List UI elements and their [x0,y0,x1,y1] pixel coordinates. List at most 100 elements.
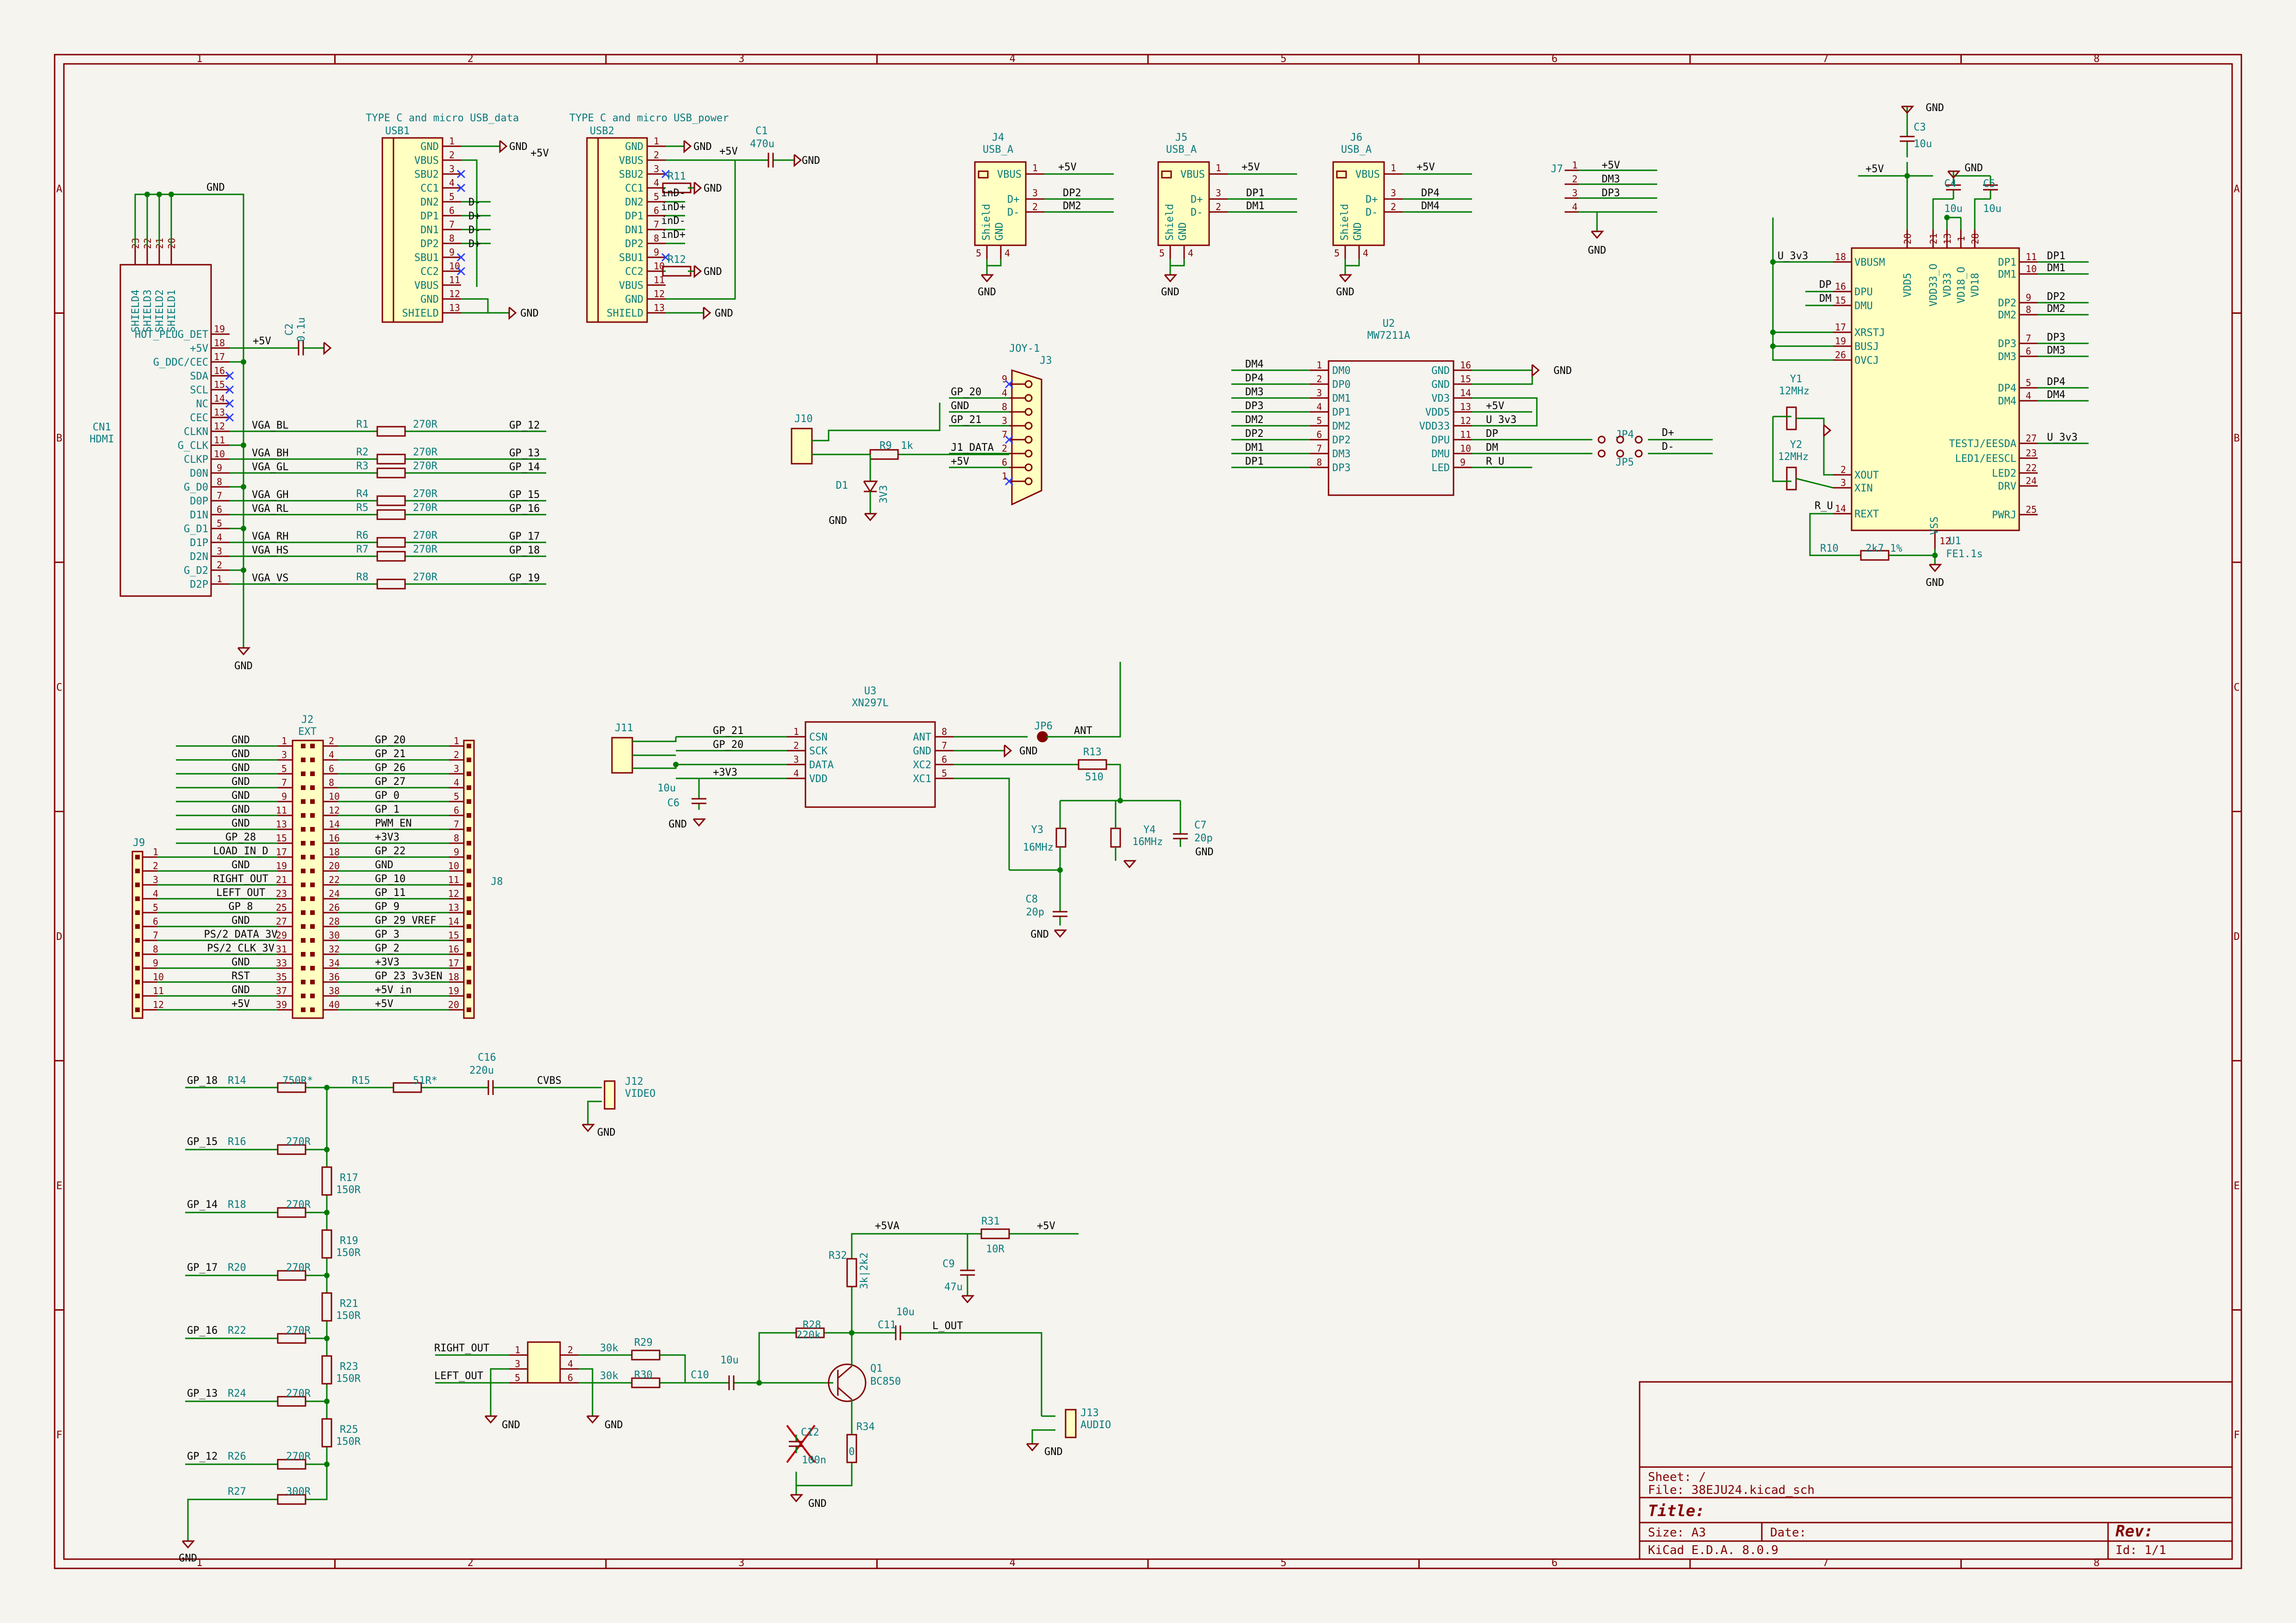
mw-pin-name: DP0 [1332,379,1351,391]
wire [461,298,489,313]
j1-num: 6 [568,1372,573,1383]
resistor [631,1377,661,1388]
usb-pin-name: SHIELD [402,308,439,319]
j8-num: 10 [448,860,459,871]
j2-num: 1 [281,735,287,746]
usb-pin-num: 13 [654,302,665,313]
hub-left-num: 26 [1835,349,1846,361]
resistor [376,495,406,506]
r28-val: 220k [796,1330,821,1341]
c11-ref: C11 [878,1319,896,1331]
wire [907,1332,1042,1416]
row-label: B [2234,433,2240,444]
hub-net: DP3 [2047,332,2065,343]
header-pin [310,924,315,929]
column-label: 7 [1822,53,1828,65]
usba-pin: GND [994,222,1005,241]
db9-pin [1024,422,1033,430]
hdmi-pin-name: D2P [190,579,208,591]
j2-num: 31 [276,944,287,955]
usba-net: DP2 [1063,187,1081,199]
header-pin [310,980,315,984]
header-pin [310,744,315,748]
j8-num: 6 [454,805,459,816]
row-label: F [2234,1430,2240,1441]
row-label: C [56,682,62,693]
ladder-net: GP_14 [187,1199,218,1211]
j2-num: 40 [329,999,340,1010]
db9-pin [1024,408,1033,416]
header-pin [310,841,315,846]
hub-left-name: XIN [1854,483,1873,494]
db9-pin [1024,463,1033,472]
r13-val: 510 [1085,771,1104,783]
usba-net: DM1 [1246,200,1265,212]
j2-num: 33 [276,958,287,969]
j2-num: 39 [276,999,287,1010]
c9-val: 47u [944,1281,963,1293]
c3-ref: C3 [1914,122,1926,133]
j2-num: 14 [329,819,340,830]
usba-num: 5 [1334,248,1340,259]
tb-sheet: Sheet: / [1648,1470,1706,1484]
hub-u33: U_3v3 [1778,250,1808,262]
j2-num: 8 [329,777,334,788]
j8-num: 8 [454,833,459,844]
resistor [321,1229,332,1259]
usb-pin-name: SHIELD [607,308,643,319]
radio-pin-num: 4 [793,768,799,779]
ground-symbol [581,1124,595,1132]
c6-ref: C6 [668,797,680,809]
mw-pin-name: DM3 [1332,448,1351,460]
r15-ref: R15 [352,1075,370,1087]
header-pin [135,883,140,887]
usba-ref: J5 [1175,132,1188,143]
hdmi-shield-pin: SHIELD1 [166,290,178,333]
header-pin [467,799,471,804]
no-connect-mark [225,413,234,422]
j2-num: 25 [276,902,287,913]
c10-ref: C10 [691,1369,709,1381]
hdmi-pin-name: D0P [190,496,208,507]
usba-gnd: GND [1161,286,1179,298]
junction-dot [1944,215,1950,220]
hub-left-name: BUSJ [1854,341,1879,353]
j2-num: 36 [329,971,340,983]
db9-num: 8 [1002,401,1007,412]
mw-pin-num: 4 [1316,401,1322,412]
mw-net: DM3 [1245,386,1264,398]
resistor [846,1258,857,1287]
r30-ref: R30 [634,1369,653,1381]
usb-pin-num: 6 [654,205,659,216]
mw-ref: U2 [1383,318,1395,330]
hdmi-5v-net: +5V [253,336,271,347]
jp6-pad [1037,731,1048,742]
header-pin [301,841,306,846]
usb-pin-name: DN1 [625,224,643,236]
j9-num: 12 [153,999,164,1010]
header-pin [310,896,315,901]
ext-left-net: GND [231,748,250,760]
hub-right-name: TESTJ/EESDA [1949,438,2016,450]
c2-ref: C2 [284,323,295,336]
hdmi-pin-name: CLKP [184,454,208,466]
hdmi-pin-num: 8 [217,476,222,487]
hub-top-num: 13 [1942,233,1953,244]
ladder-sref: R23 [340,1361,358,1373]
db9-num: 3 [1002,415,1007,426]
mw-pin-name: DM1 [1332,393,1351,404]
usb-pin-num: 12 [449,288,460,299]
res-ref: R4 [356,488,369,500]
junction-dot [1770,330,1776,335]
hub-right-num: 9 [2026,292,2031,303]
header-pin [301,994,306,998]
wire [666,159,736,300]
j13-body [1065,1409,1077,1438]
db9-pin [1024,477,1033,485]
mw-pin-name: VD3 [1431,393,1450,404]
ladder-sref: R21 [340,1298,358,1310]
usb-pin-num: 8 [449,233,455,244]
hub-left-name: DMU [1854,300,1873,312]
res-ref: R3 [356,460,369,472]
